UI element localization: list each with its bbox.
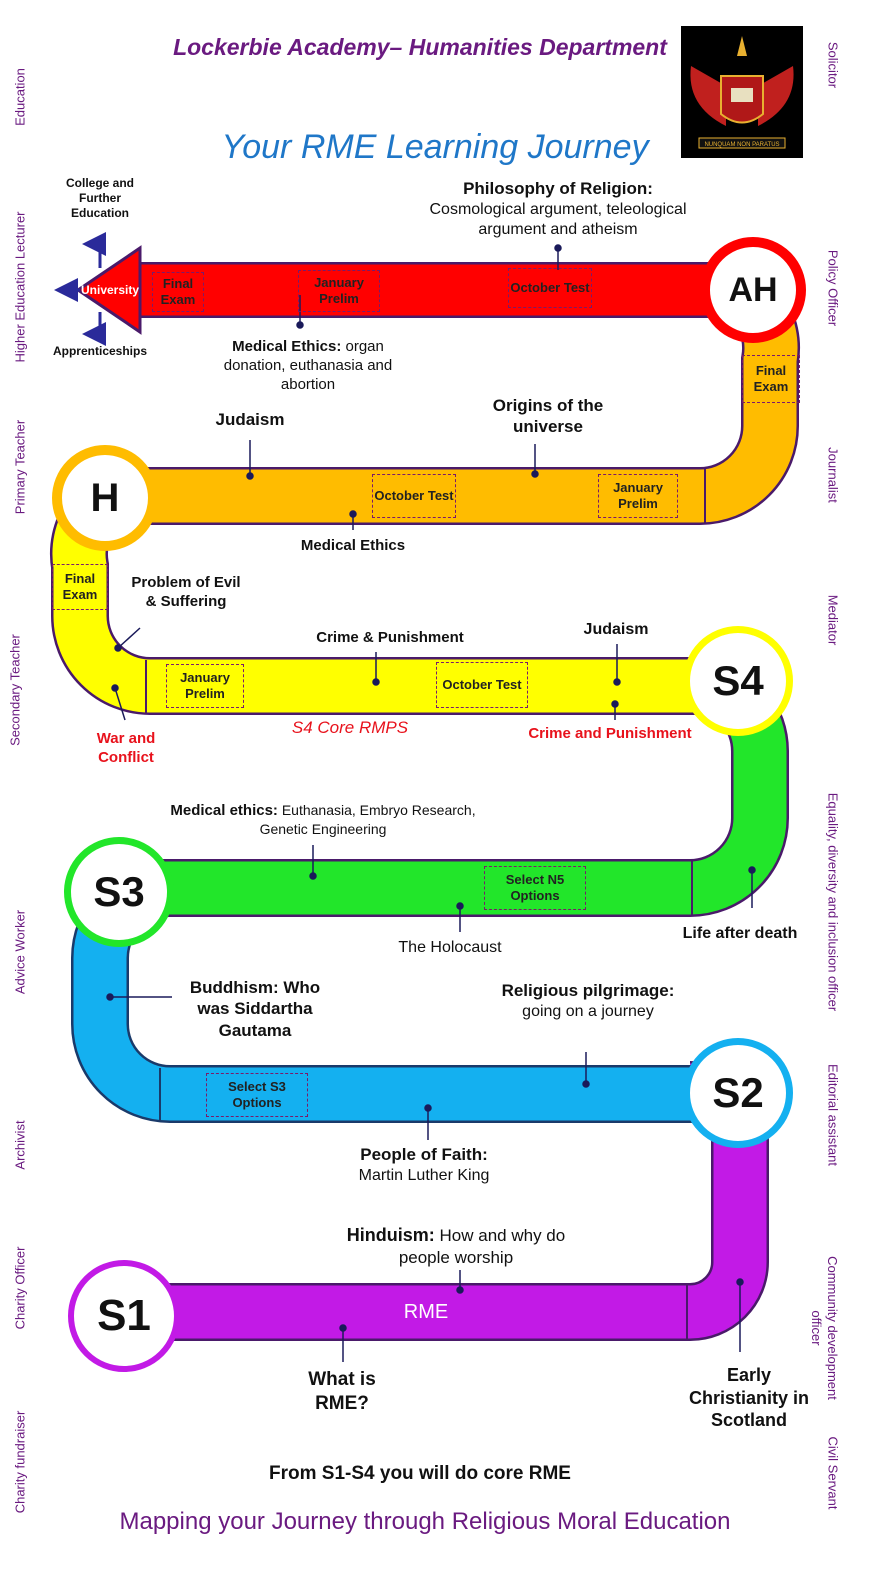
department-title: Lockerbie Academy– Humanities Department	[173, 34, 667, 60]
s4-october-test-box: October Test	[436, 662, 528, 708]
career-charity-officer: Charity Officer	[12, 1246, 28, 1330]
s4-problem-evil-label: Problem of Evil & Suffering	[131, 574, 241, 610]
s3-holocaust-label: The Holocaust	[398, 939, 502, 956]
career-policy-officer: Policy Officer	[825, 249, 841, 327]
page-title: Your RME Learning Journey	[221, 128, 649, 166]
s4-judaism-label: Judaism	[583, 621, 649, 638]
stage-s2-badge: S2	[683, 1038, 793, 1148]
exit-college: College and Further Education	[65, 176, 134, 220]
stage-s4-badge: S4	[683, 626, 793, 736]
school-crest: NUNQUAM NON PARATUS	[681, 26, 803, 158]
career-secondary-teacher: Secondary Teacher	[7, 634, 23, 746]
career-education: Education	[12, 68, 28, 126]
career-advice-worker: Advice Worker	[12, 909, 28, 995]
road-h	[100, 265, 800, 525]
h-october-test-box: October Test	[372, 474, 456, 518]
h-medical-ethics-label: Medical Ethics	[300, 537, 406, 554]
core-rme-note: From S1-S4 you will do core RME	[269, 1463, 571, 1484]
career-charity-fundraiser: Charity fundraiser	[12, 1410, 28, 1514]
ah-philosophy-label: Philosophy of Religion: Cosmological arg…	[429, 179, 687, 238]
ah-january-prelim-box: January Prelim	[298, 270, 380, 312]
s4-war-conflict-label: War and Conflict	[96, 730, 156, 766]
university-arrowhead	[75, 245, 142, 335]
s2-people-of-faith-label: People of Faith: Martin Luther King	[358, 1145, 490, 1184]
h-final-exam-box: Final Exam	[52, 564, 108, 610]
s3-life-after-death-label: Life after death	[682, 925, 798, 942]
s3-medical-ethics-label: Medical ethics: Euthanasia, Embryo Resea…	[170, 802, 476, 837]
ah-final-exam-curve-box: Final Exam	[742, 355, 800, 403]
s3-select-n5-box: Select N5 Options	[484, 866, 586, 910]
s4-crime-punishment-red-label: Crime and Punishment	[528, 725, 692, 742]
ah-final-exam-box: Final Exam	[152, 272, 204, 312]
career-archivist: Archivist	[12, 1120, 28, 1170]
career-solicitor: Solicitor	[825, 41, 841, 89]
mapping-footer: Mapping your Journey through Religious M…	[119, 1508, 731, 1535]
s4-core-label: S4 Core RMPS	[291, 718, 409, 737]
stage-h-badge: H	[52, 445, 158, 551]
h-january-prelim-box: January Prelim	[598, 474, 678, 518]
s1-what-is-rme-label: What is RME?	[308, 1369, 376, 1414]
h-origins-label: Origins of the universe	[492, 396, 604, 437]
s1-hinduism-label: Hinduism: How and why do people worship	[346, 1225, 566, 1267]
s2-pilgrimage-label: Religious pilgrimage: going on a journey	[501, 981, 675, 1020]
h-judaism-label: Judaism	[215, 410, 285, 429]
exit-apprenticeships: Apprenticeships	[52, 344, 148, 358]
stage-ah-badge: AH	[700, 237, 806, 343]
stage-s1-badge: S1	[68, 1260, 180, 1372]
s2-buddhism-label: Buddhism: Who was Siddartha Gautama	[189, 978, 321, 1040]
stage-s3-badge: S3	[64, 837, 174, 947]
career-primary-teacher: Primary Teacher	[12, 419, 28, 515]
s1-early-christianity-label: Early Christianity in Scotland	[688, 1365, 809, 1430]
ah-october-test-box: October Test	[508, 268, 592, 308]
s4-january-prelim-box: January Prelim	[166, 664, 244, 708]
apprenticeship-arrow	[82, 312, 106, 346]
ah-medical-ethics-label: Medical Ethics: organ donation, euthanas…	[223, 338, 393, 393]
career-journalist: Journalist	[825, 447, 841, 503]
career-equality-officer: Equality, diversity and inclusion office…	[825, 792, 841, 1012]
career-he-lecturer: Higher Education Lecturer	[12, 211, 28, 363]
svg-text:NUNQUAM NON PARATUS: NUNQUAM NON PARATUS	[704, 142, 779, 148]
career-editorial-assistant: Editorial assistant	[825, 1064, 841, 1166]
college-arrow	[82, 232, 106, 268]
career-community-dev: Community development officer	[809, 1256, 840, 1400]
road-s1	[120, 1061, 769, 1341]
s2-select-s3-box: Select S3 Options	[206, 1073, 308, 1117]
s1-rme-road-label: RME	[403, 1301, 449, 1323]
career-mediator: Mediator	[825, 594, 841, 646]
s4-crime-punishment-label: Crime & Punishment	[316, 629, 464, 646]
career-civil-servant: Civil Servant	[825, 1436, 841, 1510]
exit-university: University	[80, 283, 140, 297]
